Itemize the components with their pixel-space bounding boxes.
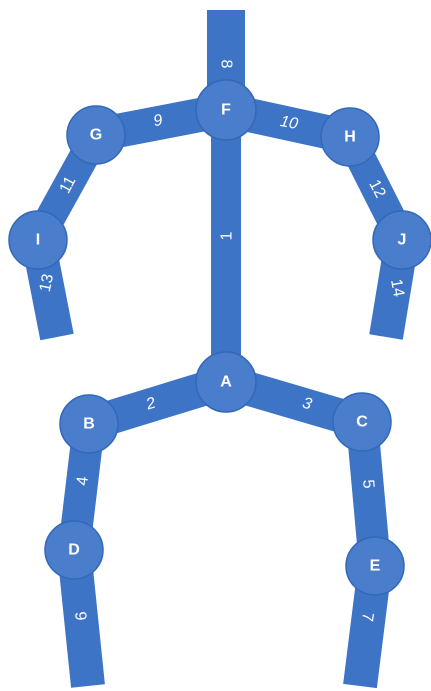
segment-label-5: 5	[359, 479, 377, 489]
joint-label-a: A	[220, 374, 232, 391]
segment-label-6: 6	[73, 611, 91, 621]
segment-label-1: 1	[219, 231, 236, 240]
segment-label-8: 8	[218, 60, 235, 69]
joint-label-e: E	[370, 558, 381, 575]
segment-label-13: 13	[37, 272, 57, 293]
joint-label-d: D	[68, 542, 80, 559]
joint-label-j: J	[398, 232, 407, 249]
joint-label-b: B	[83, 416, 95, 433]
joint-label-f: F	[221, 102, 231, 119]
joint-label-g: G	[90, 127, 102, 144]
joint-label-h: H	[344, 129, 356, 146]
segment-label-10: 10	[279, 113, 300, 133]
joint-label-i: I	[36, 232, 40, 249]
joint-label-c: C	[356, 414, 368, 431]
segment-label-14: 14	[387, 278, 407, 299]
